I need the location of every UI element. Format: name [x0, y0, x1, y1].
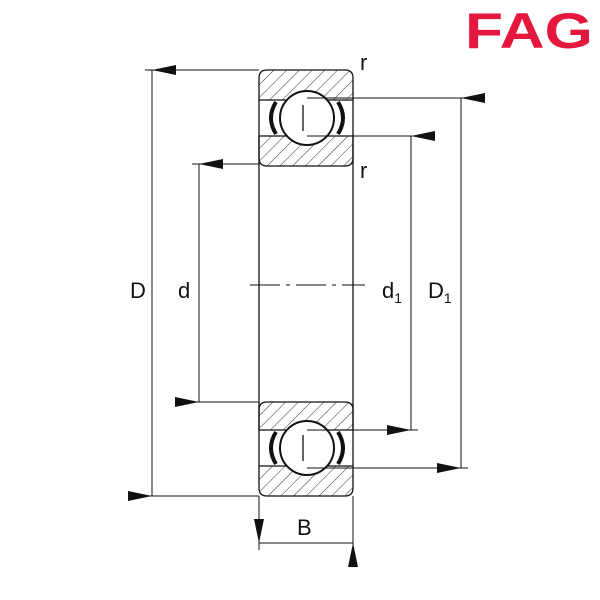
label-d1: d1: [382, 278, 402, 306]
cage-top-right: [336, 100, 345, 136]
label-D: D: [130, 278, 146, 303]
ball-top: [279, 90, 335, 146]
label-D1: D1: [428, 278, 452, 306]
label-B: B: [297, 515, 312, 540]
fag-logo: FAG: [465, 3, 593, 59]
inner-ring-bottom: [258, 401, 354, 431]
label-r-bottom: r: [360, 158, 367, 183]
cage-bottom-left: [269, 430, 278, 466]
label-d: d: [178, 278, 190, 303]
inner-ring-top: [258, 135, 354, 167]
outer-ring-bottom: [258, 465, 354, 497]
label-r-top: r: [360, 50, 367, 75]
cage-top-left: [269, 100, 278, 136]
outer-ring-top: [258, 69, 354, 101]
cage-bottom-right: [336, 430, 345, 466]
ball-bottom: [279, 420, 335, 476]
